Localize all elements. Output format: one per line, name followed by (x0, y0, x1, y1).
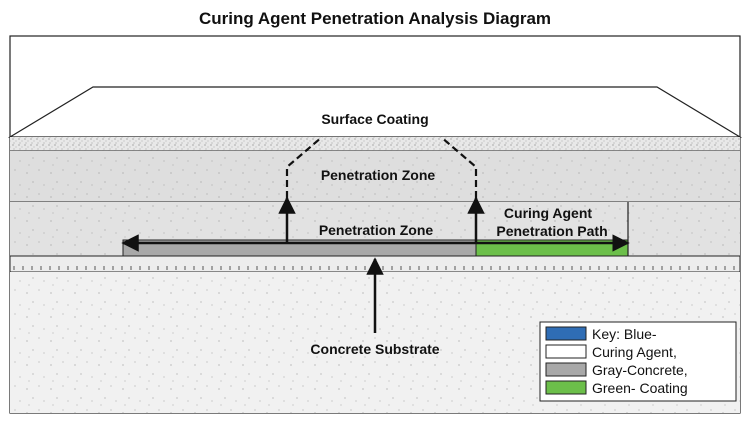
legend: Key: Blue- Curing Agent, Gray-Concrete, Gre… (539, 321, 737, 402)
legend-label: Green- Coating (592, 380, 688, 396)
legend-swatch (545, 344, 587, 359)
legend-swatch (545, 380, 587, 395)
interface-ticks (13, 266, 735, 270)
concrete-substrate-label: Concrete Substrate (310, 341, 439, 357)
upper-concrete-texture (10, 151, 740, 202)
penetration-zone-dashed-outline-right (440, 136, 478, 198)
diagram-title: Curing Agent Penetration Analysis Diagra… (199, 9, 551, 28)
legend-swatch (545, 362, 587, 377)
legend-label: Curing Agent, (592, 344, 677, 360)
legend-label: Key: Blue- (592, 326, 657, 342)
curing-agent-path-label-line2: Penetration Path (496, 223, 607, 239)
legend-swatch (545, 326, 587, 341)
surface-coating-label: Surface Coating (321, 111, 428, 127)
curing-agent-path-label-line1: Curing Agent (504, 205, 592, 221)
penetration-zone-upper-label: Penetration Zone (321, 167, 436, 183)
legend-label: Gray-Concrete, (592, 362, 688, 378)
penetration-zone-lower-label: Penetration Zone (319, 222, 434, 238)
surface-coating-texture (10, 137, 740, 151)
penetration-zone-dashed-outline (285, 136, 323, 198)
